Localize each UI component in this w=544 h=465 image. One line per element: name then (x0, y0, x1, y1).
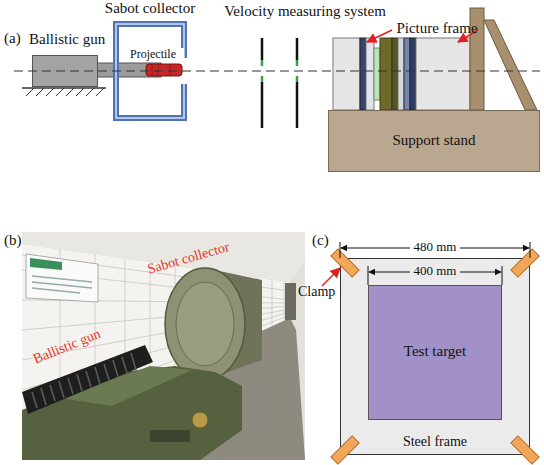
hatch-lines (26, 88, 104, 96)
panel-letter: (c) (312, 232, 342, 249)
panel-letter: (b) (4, 232, 34, 249)
frame-plate (333, 38, 360, 110)
pointer-arrow (322, 268, 340, 286)
screen-sensor (262, 60, 297, 82)
frame-plate (404, 38, 410, 110)
collector-face (165, 268, 245, 380)
frame-plate (366, 38, 374, 110)
node-text: Sabot collector (95, 0, 205, 17)
node-text: Ballistic gun (29, 31, 139, 48)
collector-wall (116, 24, 184, 118)
frame-plate (392, 38, 398, 110)
corridor-end (285, 283, 296, 320)
wall-poster (26, 254, 98, 302)
projectile-body (146, 64, 182, 76)
poster-lines (32, 276, 92, 293)
screen-line (262, 38, 297, 128)
frame-plate (360, 38, 366, 110)
lab-photo (22, 232, 305, 460)
clamp-symbol (511, 249, 539, 277)
gun-base (150, 430, 190, 442)
dimension-value: 400 mm (410, 264, 460, 279)
steel-frame: Steel frame Test target (340, 258, 530, 455)
part-label: Picture frame (384, 20, 490, 37)
clamps (331, 249, 539, 464)
projectile: Projectile (122, 48, 184, 78)
velocity-screens (262, 38, 297, 128)
node-text: Steel frame (340, 434, 530, 450)
frame-plate (380, 38, 392, 110)
projectile-bands (152, 64, 170, 76)
frame-plate (410, 38, 416, 110)
pointer-arrow (367, 30, 392, 42)
photo-annotation: Sabot collector (146, 232, 256, 278)
test-target: Test target (368, 285, 502, 420)
part-label: Velocity measuring system (208, 3, 402, 20)
node-text: Support stand (329, 132, 539, 149)
picture-frame-stack (333, 38, 470, 110)
clamp-symbol (331, 249, 359, 277)
poster-band (30, 258, 62, 270)
clamp-symbol (511, 436, 539, 464)
photo-annotation: Ballistic gun (31, 311, 139, 367)
frame-plate (416, 38, 470, 110)
shot-axis (14, 71, 540, 72)
collector-wall-inner (116, 24, 184, 118)
frame-plate (398, 38, 404, 110)
panel-letter: (a) (4, 30, 34, 47)
collector-lid (176, 282, 234, 366)
ground-hatch (22, 88, 106, 96)
node-text: Projectile (122, 48, 184, 62)
clamp-symbol (331, 436, 359, 464)
photo-background (22, 232, 305, 460)
dimension-value: 480 mm (410, 240, 460, 255)
part-label: Clamp (298, 284, 342, 300)
support-stand: Support stand (328, 110, 540, 172)
gun-body: Ballistic gun (32, 55, 98, 87)
support-brace (484, 20, 537, 110)
target-plate (374, 48, 380, 100)
sabot-collector: Sabot collectorProjectile (112, 20, 188, 122)
gun-fitting (192, 412, 208, 428)
node-text: Test target (368, 343, 502, 360)
